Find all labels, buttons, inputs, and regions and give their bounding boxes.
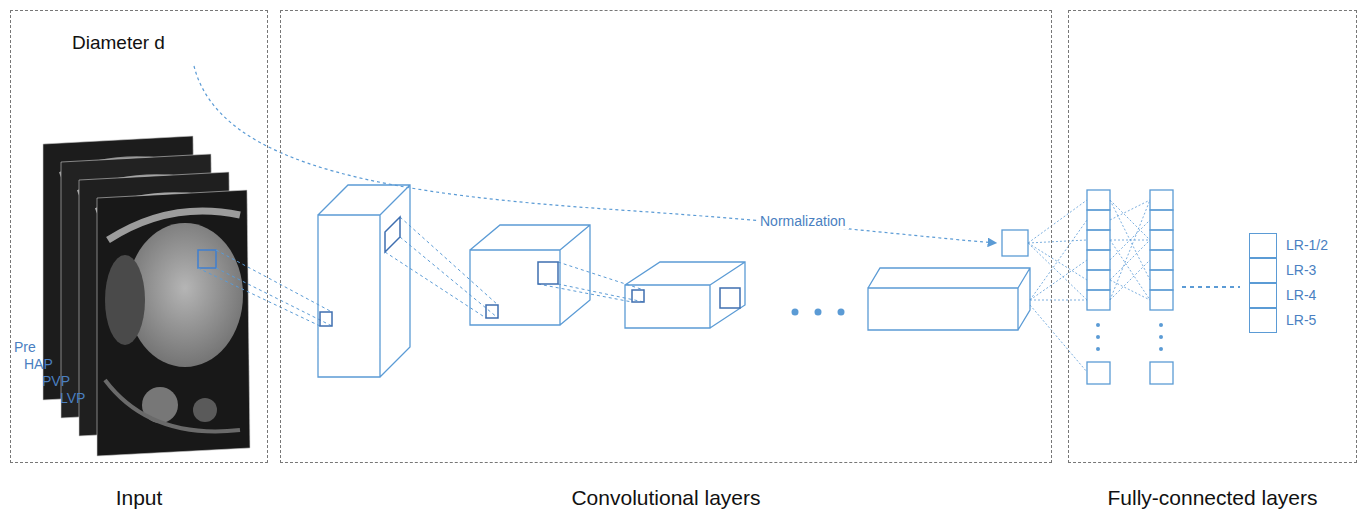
phase-label: HAP bbox=[24, 356, 53, 372]
class-label: LR-4 bbox=[1286, 287, 1316, 303]
class-label: LR-3 bbox=[1286, 262, 1316, 278]
fc-layers bbox=[1002, 190, 1173, 384]
class-label: LR-5 bbox=[1286, 312, 1316, 328]
stage-caption: Convolutional layers bbox=[281, 486, 1051, 510]
normalization-label: Normalization bbox=[757, 213, 849, 229]
output-box: LR-1/2 bbox=[1249, 233, 1277, 258]
stage-panel: Convolutional layers bbox=[280, 10, 1052, 463]
stage-caption: Input bbox=[11, 486, 267, 510]
class-label: LR-1/2 bbox=[1286, 237, 1328, 253]
diameter-curve bbox=[194, 66, 996, 243]
fc-ellipsis bbox=[1182, 286, 1240, 288]
mri-stack bbox=[43, 136, 250, 456]
diameter-label: Diameter d bbox=[72, 32, 165, 54]
fc-connections bbox=[1028, 200, 1150, 372]
field-lines bbox=[198, 217, 644, 326]
ellipsis-dots bbox=[792, 309, 845, 316]
stage-caption: Fully-connected layers bbox=[1069, 486, 1356, 510]
output-box: LR-3 bbox=[1249, 258, 1277, 283]
conv-volumes bbox=[318, 185, 1030, 377]
output-box: LR-4 bbox=[1249, 283, 1277, 308]
vertical-dots bbox=[1096, 323, 1163, 351]
phase-label: Pre bbox=[14, 339, 36, 355]
output-box: LR-5 bbox=[1249, 308, 1277, 333]
phase-label: LVP bbox=[60, 390, 85, 406]
stage-panel: Input bbox=[10, 10, 268, 463]
phase-label: PVP bbox=[42, 373, 70, 389]
kernels bbox=[320, 217, 740, 326]
stage-panel: Fully-connected layersLR-1/2LR-3LR-4LR-5 bbox=[1068, 10, 1357, 463]
